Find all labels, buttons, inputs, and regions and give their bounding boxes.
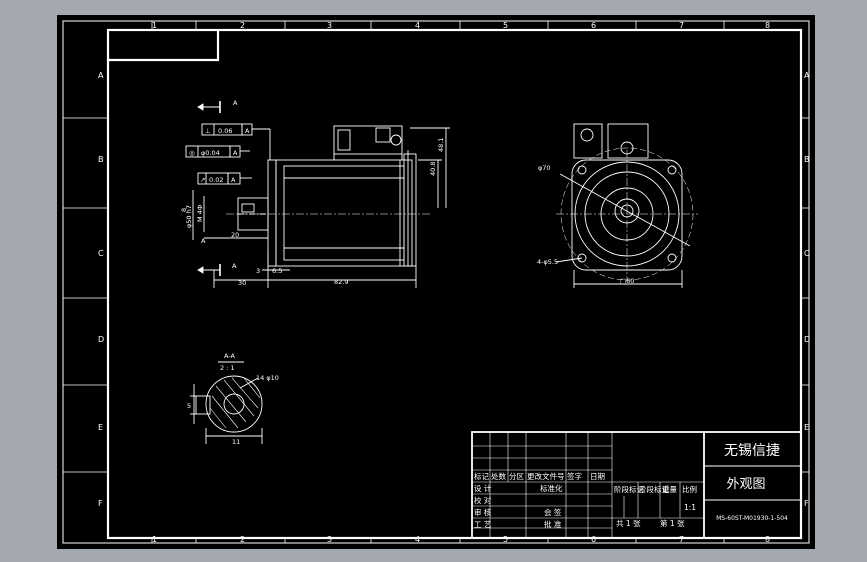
row-designer: 设 计 [474,483,492,493]
outer-border [62,20,810,544]
col-mark: 标记 [474,471,489,481]
datum-label: A [201,237,206,245]
gdt-perp-symbol: ⊥ [205,127,211,135]
gdt-runout-value: 0.02 [209,176,223,184]
zone-col-label: 2 [240,21,245,30]
zone-labels-bottom: 1 2 3 4 5 6 7 8 [152,535,770,544]
gdt-perp-datum: A [245,127,250,135]
row-checker: 校 对 [474,495,492,505]
zone-col-label: 7 [679,535,684,544]
col-zone: 分区 [509,472,524,481]
zone-col-label: 6 [591,535,596,544]
zone-row-label: C [804,249,810,258]
label-weight: 重量 [662,485,677,494]
dim-11: 11 [232,438,240,446]
zone-row-label: E [98,423,103,432]
section-scale: 2 : 1 [220,364,235,372]
gdt-coax-datum: A [233,149,238,157]
gdt-runout-datum: A [231,176,236,184]
zone-labels-right: A B C D E F [804,71,810,508]
front-view [185,101,450,288]
section-view [190,361,263,444]
row-approve: 批 准 [544,519,562,529]
row-standard: 标准化 [540,483,563,493]
label-stage-2: 阶段标记 [639,484,669,494]
dim-shaft-dia: φ50 h7 [185,205,193,228]
zone-col-label: 8 [765,535,770,544]
ratio-value: 1:1 [684,503,696,512]
gdt-runout-symbol: ↗ [200,176,205,184]
sheet-number: 第 1 张 [660,518,685,528]
zone-ticks [63,21,809,543]
zone-col-label: 6 [591,21,596,30]
zone-col-label: 4 [415,535,420,544]
section-view-labels: A-A 2 : 1 14 φ10 5 11 [187,352,279,446]
zone-row-label: B [98,155,104,164]
dim-len-6-5: 6.5 [272,267,282,275]
dim-body-len: 82.9 [334,278,348,286]
zone-row-label: A [98,71,104,80]
col-change-doc: 更改文件号 [527,471,565,481]
dim-len-3: 3 [256,267,260,275]
dim-h2: 48.1 [437,138,445,152]
dim-dia70: φ70 [538,164,551,172]
section-mark-label: A [232,262,237,270]
dim-key: 14 φ10 [256,374,279,382]
dim-square: □60 [620,277,634,285]
dim-h1: 40.8 [429,162,437,176]
zone-col-label: 3 [327,535,332,544]
side-view-labels: φ70 4-φ5.5 □60 [537,164,634,285]
zone-col-label: 5 [503,21,508,30]
zone-row-label: F [804,499,809,508]
zone-col-label: 3 [327,21,332,30]
zone-col-label: 1 [152,21,157,30]
section-title: A-A [224,352,236,360]
inner-frame [106,28,803,540]
col-count: 处数 [491,471,506,481]
zone-col-label: 8 [765,21,770,30]
label-ratio: 比例 [682,484,697,494]
side-view [555,123,698,288]
zone-row-label: A [804,71,810,80]
zone-labels-left: A B C D E F [98,71,104,508]
title-block-text: 无锡信捷 外观图 MS-60ST-M01930-1-504 标记 处数 分区 更… [474,443,788,529]
gdt-coax-value: φ0.04 [201,149,220,157]
company-name: 无锡信捷 [724,443,780,459]
front-view-labels: A ⊥ 0.06 A ◎ φ0.04 A ↗ 0.02 A φ50 h7 M 4… [180,99,445,287]
section-mark-label: A [233,99,238,107]
corner-mark-box [108,30,220,62]
dim-pilot: 8 [180,208,188,212]
zone-col-label: 4 [415,21,420,30]
zone-row-label: D [804,335,810,344]
dim-5: 5 [187,402,191,410]
dim-thread: M 4Ф [196,204,204,222]
gdt-perp-value: 0.06 [218,127,232,135]
zone-col-label: 2 [240,535,245,544]
zone-col-label: 7 [679,21,684,30]
dim-len-30: 30 [238,279,246,287]
sheet-total: 共 1 张 [616,519,641,528]
dim-hole: 4-φ5.5 [537,258,558,266]
row-countersign: 会 签 [544,507,562,517]
col-sign: 签字 [567,471,582,481]
label-stage: 阶段标记 [614,484,644,494]
zone-row-label: F [98,499,103,508]
title-block [471,431,802,539]
drawing-sheet [57,15,815,549]
zone-col-label: 1 [152,535,157,544]
zone-labels-top: 1 2 3 4 5 6 7 8 [152,21,770,30]
gdt-coax-symbol: ◎ [189,149,195,157]
zone-row-label: B [804,155,810,164]
drawing-name: 外观图 [726,477,765,492]
row-process: 工 艺 [474,520,491,529]
row-reviewer: 审 核 [474,507,492,517]
drawing-number: MS-60ST-M01930-1-504 [716,515,788,522]
zone-row-label: C [98,249,104,258]
col-date: 日期 [590,472,605,481]
zone-col-label: 5 [503,535,508,544]
zone-row-label: D [98,335,104,344]
zone-row-label: E [804,423,809,432]
dim-len-20: 20 [231,231,239,239]
